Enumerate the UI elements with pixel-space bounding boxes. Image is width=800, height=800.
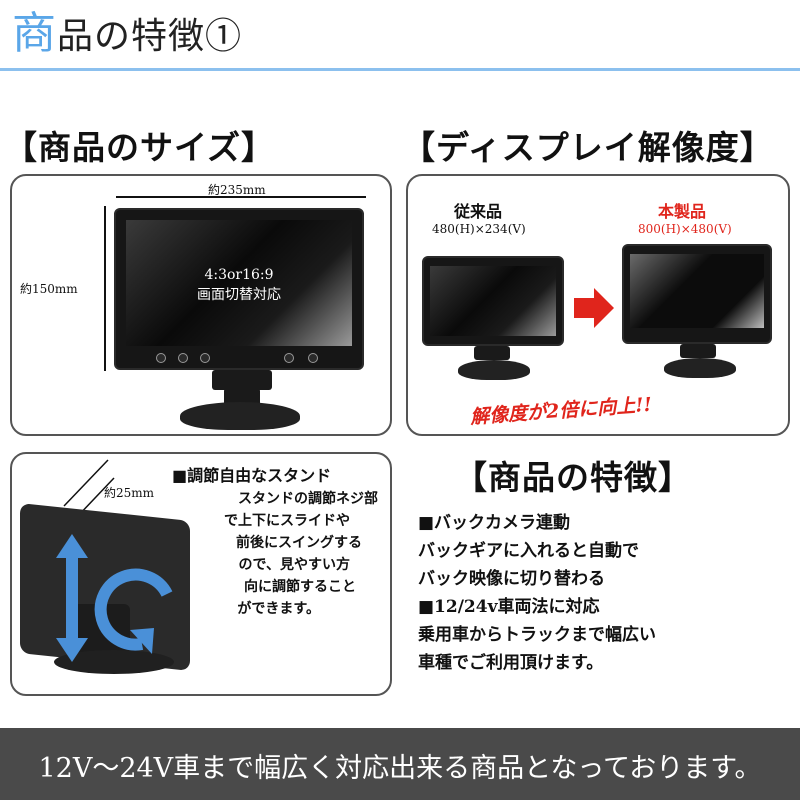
monitor-front: 4:3or16:9 画面切替対応 bbox=[114, 208, 364, 370]
resolution-improvement-caption: 解像度が2倍に向上!! bbox=[469, 393, 653, 429]
aspect-switch-text: 画面切替対応 bbox=[197, 287, 281, 303]
monitor-button bbox=[284, 353, 294, 363]
features-section-heading: 【商品の特徴】 bbox=[454, 458, 692, 497]
old-monitor bbox=[422, 256, 564, 346]
feature-line: バックギアに入れると自動で bbox=[418, 541, 639, 561]
feature-line: 車種でご利用頂けます。 bbox=[418, 653, 604, 673]
stand-box: 約25mm ■調節自由なスタンド スタンドの調節ネジ部 で上下にスライドや 前後… bbox=[10, 452, 392, 696]
old-monitor-screen bbox=[430, 266, 556, 336]
stand-feature-line: ので、見やすい方 bbox=[238, 557, 350, 573]
size-box: 約235mm 約150mm 4:3or16:9 画面切替対応 bbox=[10, 174, 392, 436]
old-monitor-base bbox=[458, 360, 530, 380]
feature-line: バック映像に切り替わる bbox=[418, 569, 605, 589]
old-monitor-stand bbox=[474, 346, 510, 360]
footer-banner: 12V～24V車まで幅広く対応出来る商品となっております。 bbox=[0, 728, 800, 800]
feature-line: 乗用車からトラックまで幅広い bbox=[418, 625, 656, 645]
monitor-screen: 4:3or16:9 画面切替対応 bbox=[126, 220, 352, 346]
new-monitor-screen bbox=[630, 254, 764, 328]
feature-line: ■12/24v車両法に対応 bbox=[418, 597, 600, 617]
new-monitor bbox=[622, 244, 772, 344]
size-section-heading: 【商品のサイズ】 bbox=[4, 128, 276, 167]
resolution-box: 従来品 480(H)×234(V) 本製品 800(H)×480(V) 解像度が… bbox=[406, 174, 790, 436]
width-dimension-line bbox=[116, 196, 366, 198]
new-monitor-base bbox=[664, 358, 736, 378]
feature-line: ■バックカメラ連動 bbox=[418, 513, 571, 533]
old-product-resolution: 480(H)×234(V) bbox=[432, 222, 526, 236]
stand-feature-line: 向に調節すること bbox=[244, 579, 356, 595]
stand-feature-title: ■調節自由なスタンド bbox=[172, 466, 332, 485]
aspect-ratio-text: 4:3or16:9 bbox=[204, 267, 274, 283]
tilt-dimension-label: 約25mm bbox=[104, 486, 155, 500]
page-header: 商品の特徴① bbox=[0, 0, 800, 72]
monitor-button bbox=[156, 353, 166, 363]
monitor-button bbox=[178, 353, 188, 363]
header-divider bbox=[0, 68, 800, 71]
stand-feature-line: で上下にスライドや bbox=[224, 513, 350, 529]
page-title-rest: 品の特徴① bbox=[57, 16, 243, 57]
new-product-label: 本製品 bbox=[658, 202, 707, 221]
monitor-button bbox=[200, 353, 210, 363]
monitor-button bbox=[308, 353, 318, 363]
stand-feature-line: 前後にスイングする bbox=[236, 535, 362, 551]
width-dimension-label: 約235mm bbox=[208, 183, 266, 197]
new-product-resolution: 800(H)×480(V) bbox=[638, 222, 732, 236]
page-title-accent-char: 商 bbox=[12, 8, 57, 59]
new-monitor-stand bbox=[680, 344, 716, 358]
old-product-label: 従来品 bbox=[454, 202, 503, 221]
adjust-arrows-icon bbox=[56, 534, 173, 662]
page-title: 商品の特徴① bbox=[12, 8, 242, 63]
resolution-section-heading: 【ディスプレイ解像度】 bbox=[402, 128, 774, 167]
height-dimension-label: 約150mm bbox=[20, 282, 78, 296]
monitor-stand-neck bbox=[212, 370, 272, 390]
stand-feature-line: ができます。 bbox=[237, 601, 320, 617]
monitor-stand-base bbox=[180, 402, 300, 430]
height-dimension-line bbox=[104, 206, 106, 371]
stand-feature-line: スタンドの調節ネジ部 bbox=[238, 491, 378, 507]
arrow-right-icon bbox=[574, 288, 614, 328]
footer-text: 12V～24V車まで幅広く対応出来る商品となっております。 bbox=[38, 753, 762, 784]
